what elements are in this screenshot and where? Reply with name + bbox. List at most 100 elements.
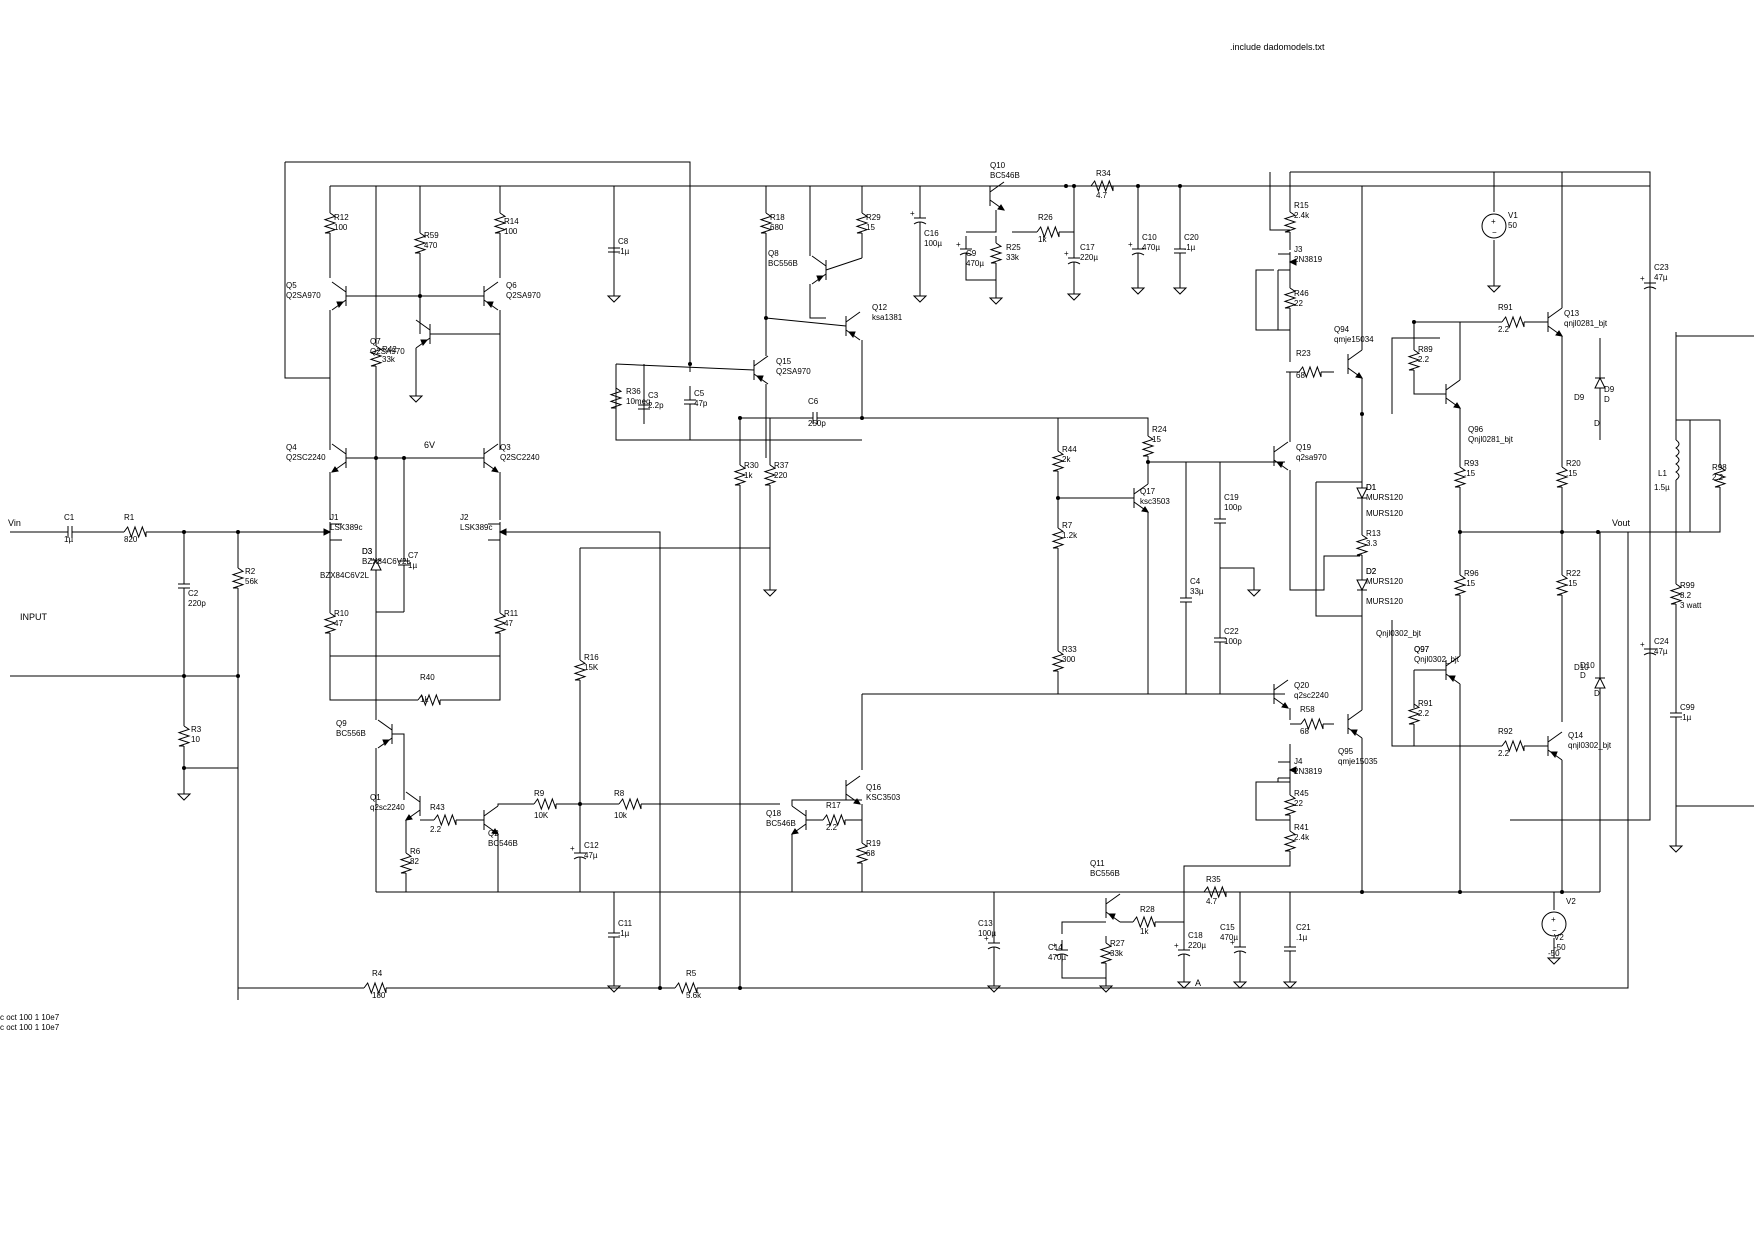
value-d9: D [1594, 419, 1600, 428]
value-d9: D [1604, 395, 1610, 404]
label-v2: V2 [1566, 897, 1576, 906]
label-r46: R46 [1294, 289, 1309, 298]
transistor-arrow [491, 466, 499, 473]
value-d10: D [1580, 671, 1586, 680]
value-q19: q2sa970 [1296, 453, 1327, 462]
net-6v: 6V [424, 440, 435, 450]
label-r15: R15 [1294, 201, 1309, 210]
ground-symbol [606, 295, 622, 303]
transistor-collector [483, 281, 499, 293]
label-r5: R5 [686, 969, 697, 978]
wire [1391, 620, 1490, 747]
wire [1391, 337, 1440, 414]
value-v1: 50 [1508, 221, 1517, 230]
wire [1700, 419, 1721, 460]
voltage-source [1481, 213, 1507, 239]
net-vin: Vin [8, 518, 21, 528]
label-r12: R12 [334, 213, 349, 222]
resistor-r16 [573, 659, 587, 681]
label-r11: R11 [504, 609, 519, 618]
ground-symbol [1486, 285, 1502, 293]
resistor-r10 [323, 612, 337, 634]
label-d2: D2 [1366, 567, 1377, 576]
value-r34: 4.7 [1096, 191, 1108, 200]
resistor-r15 [1283, 211, 1297, 233]
value-l1: 1.5µ [1654, 483, 1670, 492]
value-r59: 470 [424, 241, 438, 250]
transistor-arrow [997, 204, 1005, 211]
ground-symbol [1066, 293, 1082, 301]
label-r91: R91 [1498, 303, 1513, 312]
resistor-r36 [609, 387, 623, 409]
junction-dot [1360, 890, 1364, 894]
value-r23: 68 [1296, 371, 1305, 380]
value-c9: 470µ [966, 259, 984, 268]
label-c12: C12 [584, 841, 599, 850]
transistor-collector [1133, 483, 1149, 495]
resistor-r27 [1099, 942, 1113, 964]
value-c22: 100p [1224, 637, 1242, 646]
wire [825, 257, 863, 271]
value-c4: 33µ [1190, 587, 1204, 596]
plus-sign: + [910, 209, 915, 218]
wire [615, 363, 755, 371]
label-j1: J1 [330, 513, 339, 522]
resistor-r7 [1051, 527, 1065, 549]
junction-dot [1072, 184, 1076, 188]
resistor-r96 [1453, 574, 1467, 596]
label-r16: R16 [584, 653, 599, 662]
junction-dot [1136, 184, 1140, 188]
plus-sign: + [1128, 240, 1133, 249]
value-c11: .1µ [618, 929, 630, 938]
label-r34: R34 [1096, 169, 1111, 178]
transistor-collector [405, 791, 421, 803]
resistor-r17 [822, 813, 846, 827]
transistor-collector [415, 319, 431, 331]
label-q10: Q10 [990, 161, 1006, 170]
resistor-r9 [533, 797, 557, 811]
minus-sign: − [1552, 926, 1557, 935]
resistor-r2 [231, 567, 245, 589]
value-r33: 300 [1062, 655, 1076, 664]
label-d2: D2 [1366, 567, 1377, 576]
resistor-r45 [1283, 794, 1297, 816]
transistor-collector [791, 805, 807, 817]
transistor-arrow [1447, 675, 1456, 682]
capacitor-plate [1177, 953, 1191, 957]
label-r2: R2 [245, 567, 256, 576]
value-q14: qnjl0302_bjt [1568, 741, 1612, 750]
wire [497, 803, 520, 806]
ground-symbol [1098, 985, 1114, 993]
plus-sign: + [1640, 640, 1645, 649]
ground-symbol [1668, 845, 1684, 853]
label-c13: C13 [978, 919, 993, 928]
transistor-collector [1547, 731, 1563, 743]
resistor-r28 [1132, 915, 1156, 929]
value-r9: 10K [534, 811, 549, 820]
value-c23: 47µ [1654, 273, 1668, 282]
value-c16: 100µ [924, 239, 942, 248]
label-q16: Q16 [866, 783, 882, 792]
label-r26: R26 [1038, 213, 1053, 222]
value-r37: 220 [774, 471, 788, 480]
value-c10: 470µ [1142, 243, 1160, 252]
transistor-collector [1105, 893, 1121, 905]
label-r98: R98 [1712, 463, 1727, 472]
value-q8: BC556B [768, 259, 798, 268]
value-d3: BZX84C6V2L [320, 571, 369, 580]
capacitor-plate [1643, 652, 1657, 656]
value-c5: 47p [694, 399, 708, 408]
value-r18: 680 [770, 223, 784, 232]
transistor-arrow [405, 814, 413, 821]
label-r37: R37 [774, 461, 789, 470]
transistor-collector [483, 443, 499, 455]
value-c13: 100µ [978, 929, 996, 938]
value-r44: 2k [1062, 455, 1071, 464]
wire [1269, 172, 1290, 231]
label-r30: R30 [744, 461, 759, 470]
ground-symbol [762, 589, 778, 597]
label-r45: R45 [1294, 789, 1309, 798]
label-r10: R10 [334, 609, 349, 618]
wire [375, 574, 404, 613]
transistor-arrow [420, 339, 429, 346]
